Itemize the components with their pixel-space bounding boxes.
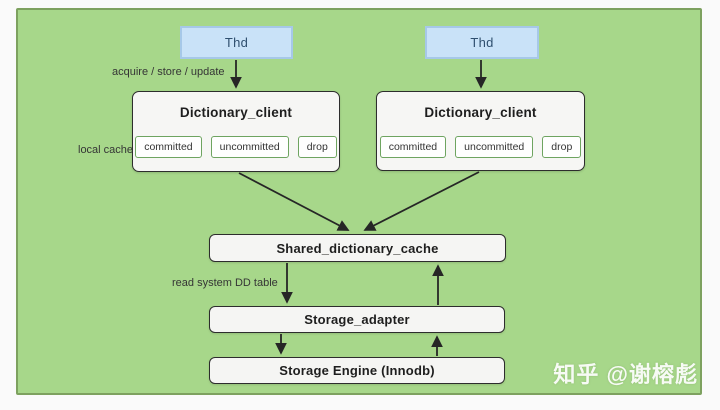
node-storage-engine: Storage Engine (Innodb) (209, 357, 505, 384)
label-local-cache: local cache (78, 144, 134, 156)
zhihu-watermark: 知乎 @谢榕彪 (553, 362, 698, 387)
dictionary-client-left-title: Dictionary_client (179, 105, 293, 120)
cell-drop: drop (297, 136, 337, 158)
dictionary-client-right-cells: committed uncommitted drop (379, 136, 582, 158)
node-dictionary-client-left: Dictionary_client committed uncommitted … (132, 91, 340, 172)
cell-committed: committed (135, 136, 202, 158)
node-storage-adapter: Storage_adapter (209, 306, 505, 333)
node-thd-right-label: Thd (470, 35, 494, 50)
node-thd-right: Thd (425, 26, 539, 59)
dictionary-client-left-cells: committed uncommitted drop (135, 136, 337, 158)
label-read-system-dd-table: read system DD table (172, 277, 278, 289)
node-thd-left: Thd (180, 26, 293, 59)
storage-engine-label: Storage Engine (Innodb) (279, 363, 435, 378)
cell-committed: committed (379, 136, 447, 158)
shared-dictionary-cache-label: Shared_dictionary_cache (276, 240, 439, 256)
cell-drop: drop (542, 136, 582, 158)
dictionary-client-right-title: Dictionary_client (424, 105, 537, 120)
label-acquire-store-update: acquire / store / update (112, 66, 225, 78)
cell-uncommitted: uncommitted (210, 136, 289, 158)
node-thd-left-label: Thd (224, 35, 249, 50)
node-dictionary-client-right: Dictionary_client committed uncommitted … (376, 91, 585, 171)
storage-adapter-label: Storage_adapter (304, 312, 410, 327)
node-shared-dictionary-cache: Shared_dictionary_cache (209, 234, 506, 262)
cell-uncommitted: uncommitted (455, 136, 534, 158)
